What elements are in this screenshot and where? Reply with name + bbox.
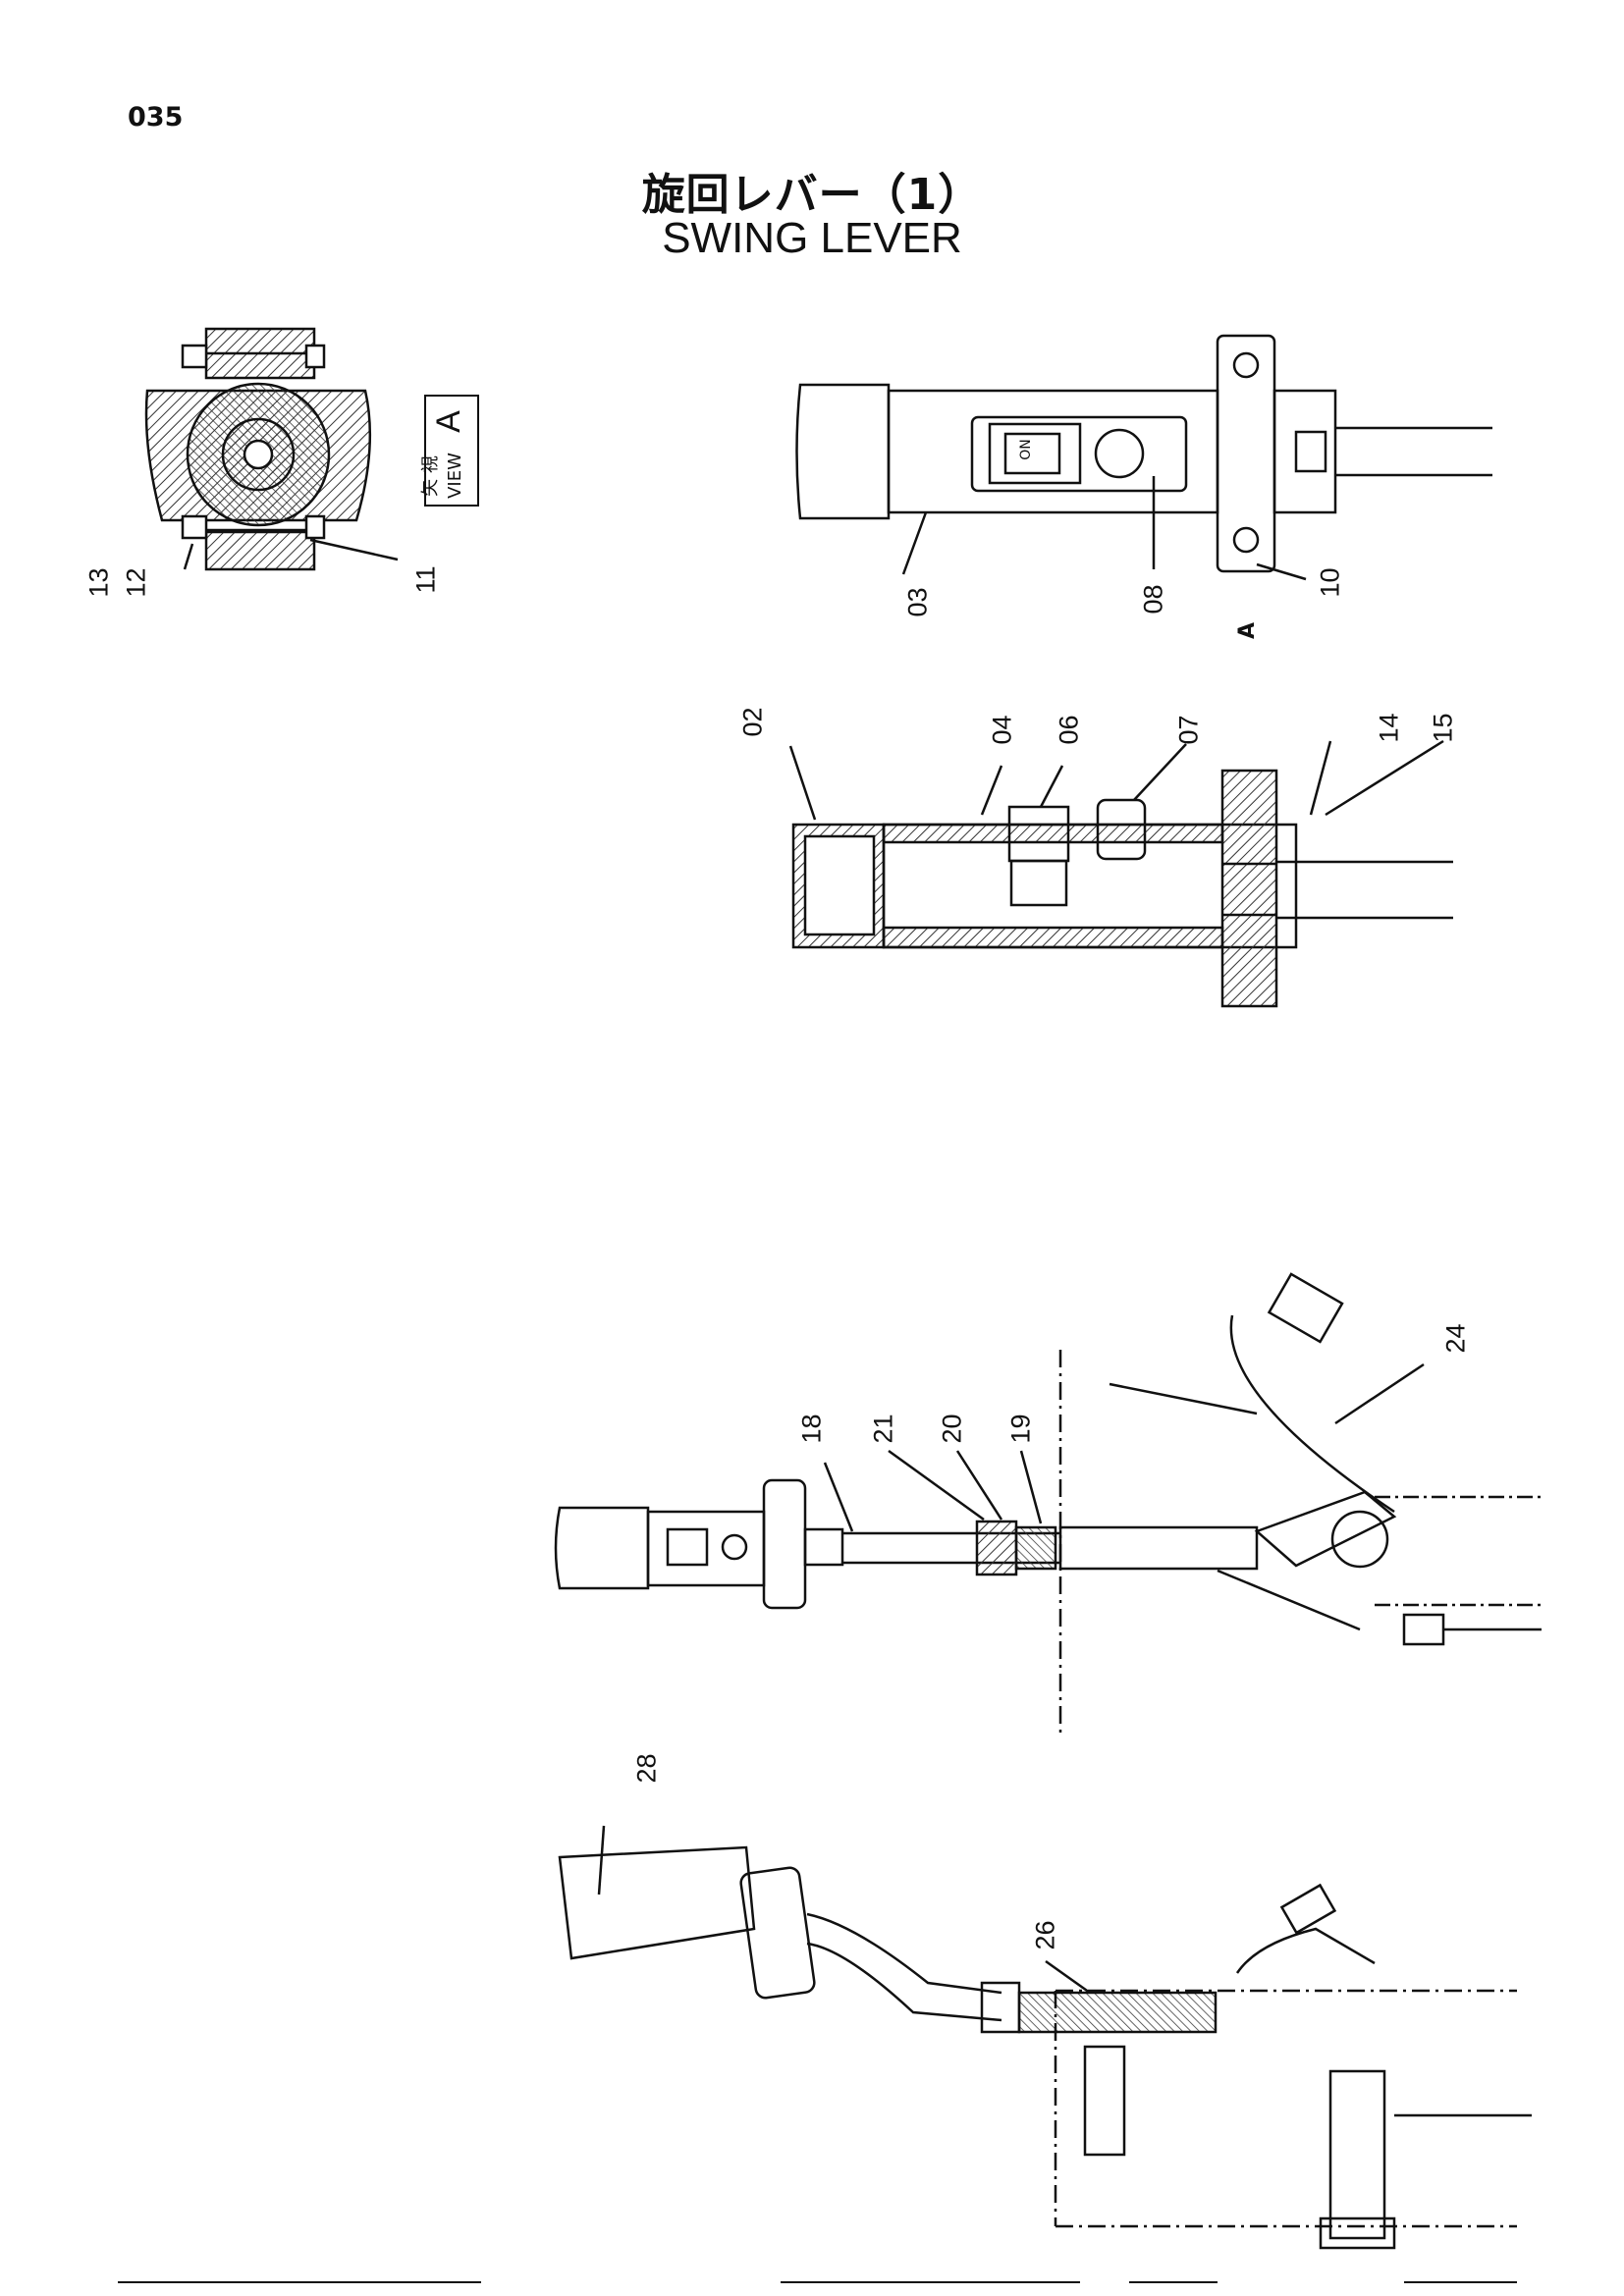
page-title-english: SWING LEVER [662, 214, 962, 262]
callout-13: 13 [83, 567, 114, 598]
callout-10: 10 [1315, 567, 1345, 598]
callout-18: 18 [796, 1414, 827, 1444]
page-number: 035 [128, 102, 184, 133]
switch-on-label: ON [1017, 439, 1034, 460]
callout-20: 20 [937, 1414, 967, 1444]
callout-21: 21 [868, 1414, 898, 1444]
view-english-label: VIEW [444, 453, 465, 499]
callout-14: 14 [1374, 713, 1404, 743]
callout-06: 06 [1054, 715, 1084, 745]
view-letter: A [429, 410, 467, 433]
assembly-view-1 [554, 1272, 1542, 1737]
callout-04: 04 [987, 715, 1017, 745]
callout-08: 08 [1138, 584, 1168, 614]
view-a-section [144, 327, 399, 571]
lever-section-view [788, 739, 1453, 1008]
callout-15: 15 [1428, 713, 1458, 743]
callout-03: 03 [902, 587, 933, 617]
callout-19: 19 [1005, 1414, 1036, 1444]
view-arrow-letter: A [1235, 621, 1261, 640]
callout-02: 02 [737, 707, 768, 737]
callout-12: 12 [121, 567, 151, 598]
callout-24: 24 [1440, 1323, 1471, 1354]
page-title-japanese: 旋回レバー（1） [641, 170, 983, 220]
assembly-view-2 [558, 1825, 1532, 2250]
lever-side-view [795, 334, 1492, 581]
callout-07: 07 [1173, 715, 1204, 745]
callout-11: 11 [410, 565, 441, 594]
view-japanese-label: 矢 視 [419, 455, 441, 497]
callout-28: 28 [631, 1753, 662, 1784]
view-a-label [424, 395, 479, 507]
callout-26: 26 [1030, 1920, 1060, 1950]
